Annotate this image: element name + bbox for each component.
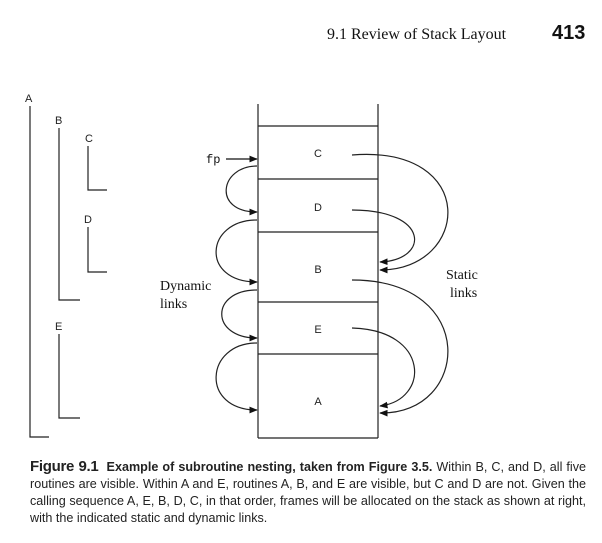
nesting-label-a: A	[25, 93, 33, 105]
caption-body: Within B, C, and D, all five routines ar…	[30, 460, 587, 525]
scope-bracket-e	[58, 334, 80, 419]
static-link-d-to-b	[351, 209, 416, 266]
caption-figure-label: Figure 9.1	[30, 458, 99, 475]
scope-bracket-d	[87, 227, 107, 273]
dynamic-links-label-line2: links	[160, 297, 187, 312]
stack-frame-d: D	[314, 202, 322, 214]
scope-bracket-c	[87, 146, 107, 191]
caption-title: Example of subroutine nesting, taken fro…	[106, 460, 433, 474]
static-link-e-to-a	[351, 327, 416, 409]
nesting-diagram	[29, 106, 107, 438]
dynamic-link-e-to-a	[215, 342, 258, 414]
dynamic-link-d-to-b	[215, 219, 258, 286]
scope-bracket-a	[29, 106, 49, 438]
page-header: 9.1 Review of Stack Layout 413	[0, 22, 602, 50]
frame-pointer-label: fp	[206, 153, 220, 167]
dynamic-link-b-to-e	[221, 289, 258, 342]
figure-caption: Figure 9.1 Example of subroutine nesting…	[30, 458, 586, 527]
nesting-label-e: E	[55, 321, 62, 333]
stack	[257, 104, 379, 439]
dynamic-link-c-to-d	[225, 165, 258, 216]
nesting-label-d: D	[84, 214, 92, 226]
running-head: 9.1 Review of Stack Layout	[327, 26, 507, 43]
page-number: 413	[552, 22, 586, 44]
stack-frame-a: A	[314, 396, 322, 408]
dynamic-links	[215, 165, 258, 414]
static-link-b-to-a	[351, 279, 449, 417]
nesting-label-b: B	[55, 115, 62, 127]
static-links-label-line1: Static	[446, 268, 478, 283]
static-links-label-line2: links	[450, 286, 477, 301]
scope-bracket-b	[58, 128, 80, 301]
static-links	[351, 153, 449, 417]
nesting-label-c: C	[85, 133, 93, 145]
stack-frame-b: B	[314, 264, 321, 276]
static-link-c-to-b	[351, 153, 449, 274]
stack-frame-e: E	[314, 324, 321, 336]
stack-frame-c: C	[314, 148, 322, 160]
dynamic-links-label-line1: Dynamic	[160, 279, 211, 294]
